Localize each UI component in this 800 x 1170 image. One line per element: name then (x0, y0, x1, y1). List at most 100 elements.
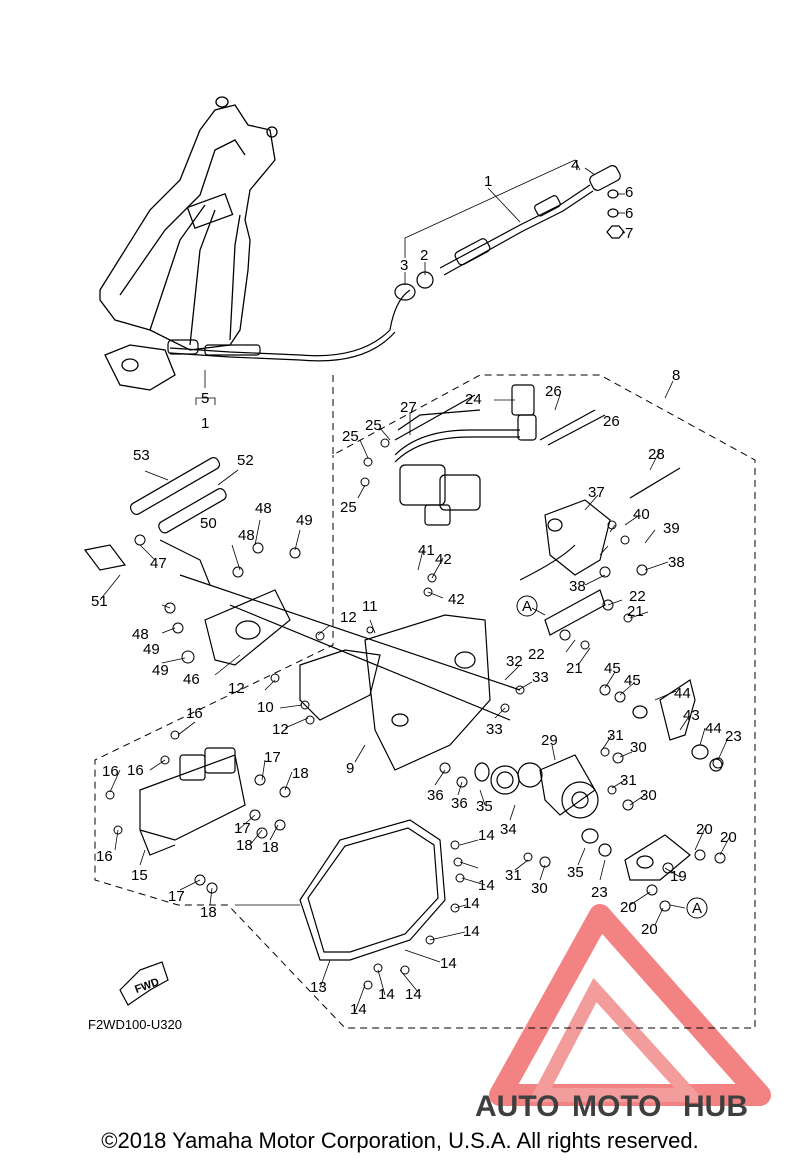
part-label-3-3: 3 (400, 257, 408, 274)
motor-gear-assembly (474, 679, 723, 881)
part-label-45-82: 45 (604, 660, 621, 677)
part-label-20-39: 20 (720, 829, 737, 846)
part-label-31-62: 31 (607, 727, 624, 744)
part-label-50-92: 50 (200, 515, 217, 532)
linkage-and-bracket (83, 457, 521, 771)
part-label-8-9: 8 (672, 367, 680, 384)
part-label-46-84: 46 (183, 671, 200, 688)
steering-cable (167, 165, 625, 362)
part-label-39-74: 39 (663, 520, 680, 537)
part-label-25-50: 25 (342, 428, 359, 445)
part-label-19-37: 19 (670, 868, 687, 885)
part-label-2-2: 2 (420, 247, 428, 264)
part-label-45-83: 45 (624, 672, 641, 689)
part-label-32-63: 32 (506, 653, 523, 670)
watermark-logo: AUTO MOTO HUB (475, 904, 771, 1123)
part-label-51-93: 51 (91, 593, 108, 610)
part-label-25-51: 25 (340, 499, 357, 516)
fwd-arrow: FWD (119, 961, 169, 1006)
part-label-9-10: 9 (346, 760, 354, 777)
part-label-38-72: 38 (569, 578, 586, 595)
part-label-12-13: 12 (340, 609, 357, 626)
part-label-49-90: 49 (143, 641, 160, 658)
part-label-14-22: 14 (405, 986, 422, 1003)
part-label-36-69: 36 (427, 787, 444, 804)
part-label-38-73: 38 (668, 554, 685, 571)
part-label-10-11: 10 (257, 699, 274, 716)
part-label-17-32: 17 (168, 888, 185, 905)
part-label-30-59: 30 (630, 739, 647, 756)
part-label-20-41: 20 (641, 921, 658, 938)
part-label-43-79: 43 (683, 707, 700, 724)
part-label-4-4: 4 (571, 157, 579, 174)
part-label-42-77: 42 (435, 551, 452, 568)
leader-lines (99, 159, 731, 1013)
part-label-26-53: 26 (603, 413, 620, 430)
part-label-33-64: 33 (532, 669, 549, 686)
part-label-23-47: 23 (725, 728, 742, 745)
part-label-53-95: 53 (133, 447, 150, 464)
part-label-14-19: 14 (463, 895, 480, 912)
part-label-16-27: 16 (102, 763, 119, 780)
part-label-21-43: 21 (566, 660, 583, 677)
part-label-5-5: 5 (201, 390, 209, 407)
ref-marker-a-2: A (686, 897, 708, 919)
part-label-14-24: 14 (350, 1001, 367, 1018)
part-label-14-18: 14 (478, 877, 495, 894)
part-label-12-14: 12 (228, 680, 245, 697)
part-label-30-58: 30 (640, 787, 657, 804)
wire-harness (394, 384, 681, 526)
part-label-16-29: 16 (96, 848, 113, 865)
part-label-37-71: 37 (588, 484, 605, 501)
part-label-34-66: 34 (500, 821, 517, 838)
part-label-44-80: 44 (674, 685, 691, 702)
part-label-36-70: 36 (451, 795, 468, 812)
part-label-42-78: 42 (448, 591, 465, 608)
part-label-21-42: 21 (627, 603, 644, 620)
part-label-47-85: 47 (150, 555, 167, 572)
part-label-25-49: 25 (365, 417, 382, 434)
copyright-notice: ©2018 Yamaha Motor Corporation, U.S.A. A… (101, 1128, 699, 1153)
part-label-14-21: 14 (440, 955, 457, 972)
part-label-28-55: 28 (648, 446, 665, 463)
part-label-49-91: 49 (152, 662, 169, 679)
part-label-22-45: 22 (528, 646, 545, 663)
part-label-48-87: 48 (255, 500, 272, 517)
part-label-14-20: 14 (463, 923, 480, 940)
part-label-23-46: 23 (591, 884, 608, 901)
part-label-22-44: 22 (629, 588, 646, 605)
watermark-moto: MOTO (572, 1090, 661, 1123)
part-label-18-33: 18 (292, 765, 309, 782)
part-label-35-67: 35 (476, 798, 493, 815)
part-label-18-34: 18 (262, 839, 279, 856)
ref-marker-a-1: A (516, 595, 538, 617)
control-unit (139, 747, 246, 856)
part-label-15-25: 15 (131, 867, 148, 884)
part-label-44-81: 44 (705, 720, 722, 737)
part-number-labels: 1234566789101112121213141414141414141415… (91, 157, 742, 1018)
part-label-7-8: 7 (625, 225, 633, 242)
part-label-17-31: 17 (234, 820, 251, 837)
part-label-31-60: 31 (505, 867, 522, 884)
part-label-31-61: 31 (620, 772, 637, 789)
part-label-17-30: 17 (264, 749, 281, 766)
part-label-6-6: 6 (625, 184, 633, 201)
part-label-14-23: 14 (378, 986, 395, 1003)
group-boundaries (94, 374, 756, 1029)
watermark-auto: AUTO (475, 1090, 559, 1123)
bracket-37 (519, 499, 611, 636)
part-label-20-40: 20 (620, 899, 637, 916)
part-label-29-56: 29 (541, 732, 558, 749)
part-label-27-54: 27 (400, 399, 417, 416)
part-label-13-16: 13 (310, 979, 327, 996)
part-label-40-75: 40 (633, 506, 650, 523)
part-label-16-26: 16 (186, 705, 203, 722)
group-8-boundary (94, 374, 756, 1029)
part-label-26-52: 26 (545, 383, 562, 400)
steering-column-housing (99, 96, 278, 391)
part-label-30-57: 30 (531, 880, 548, 897)
ref-marker-a-text-2: A (692, 900, 702, 917)
drawing-code: F2WD100-U320 (88, 1017, 182, 1032)
